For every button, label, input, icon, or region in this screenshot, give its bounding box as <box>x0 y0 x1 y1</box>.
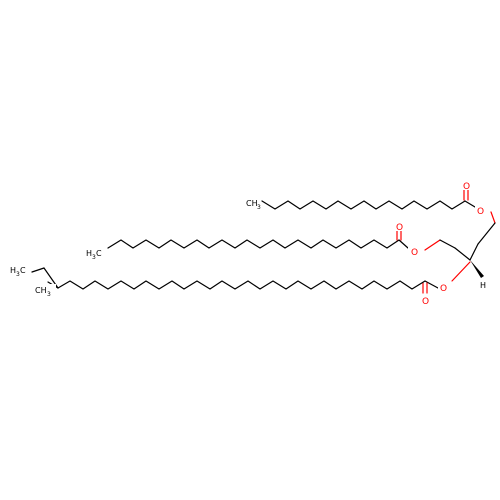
acyl-chain-top <box>261 200 466 210</box>
terminal-methyl-middle-c: C <box>96 249 102 258</box>
glycerol-c3-c2 <box>454 247 471 261</box>
branch-methyl-label: CH <box>35 286 47 295</box>
stereo-hydrogen-label: H <box>480 281 486 290</box>
o-bg-1 <box>475 204 487 215</box>
ester-oxygen-2-label: O <box>411 248 418 258</box>
branch-bg <box>34 284 56 294</box>
ester-bond-top-a <box>464 200 476 208</box>
o-bg-6 <box>420 294 432 305</box>
glycerol-c2-c1 <box>469 243 479 261</box>
glycerol-c1-c2 <box>477 222 496 245</box>
ester-bond-middle-b <box>424 239 441 251</box>
ester-bond-top-b <box>490 211 496 224</box>
carbonyl-oxygen-1-label: O <box>463 182 470 192</box>
stereo-wedge <box>470 260 484 278</box>
ester-bond-middle-a <box>398 239 409 249</box>
terminal-methyl-top-sub: 3 <box>257 204 261 211</box>
o-bg-2 <box>461 179 473 190</box>
ester-bond-bottom-a <box>451 261 471 282</box>
acyl-chain-middle <box>107 239 400 249</box>
acyl-chain-bottom <box>57 280 426 290</box>
o-bg-5 <box>438 281 450 292</box>
terminal-methyl-bottom-sub: 3 <box>16 271 20 278</box>
branch-methyl-sub: 3 <box>47 291 51 298</box>
o-bg-3 <box>408 245 422 256</box>
terminal-methyl-bottom-c: C <box>20 266 26 275</box>
carbonyl-oxygen-2-label: O <box>396 223 403 233</box>
terminal-methyl-bottom-h: H <box>10 266 16 275</box>
ester-oxygen-1-label: O <box>477 207 484 217</box>
terminal-methyl-middle-sub: 3 <box>92 254 96 261</box>
o-bg-4 <box>394 220 406 231</box>
ethyl-bond-b <box>31 267 45 273</box>
terminal-methyl-top-label: CH <box>246 199 258 208</box>
carbonyl-oxygen-3-label: O <box>422 297 429 307</box>
ester-bond-bottom-b <box>424 280 439 289</box>
terminal-methyl-middle-h: H <box>86 249 92 258</box>
ester-oxygen-3-label: O <box>440 284 447 294</box>
glycerol-c3-bond <box>439 239 456 249</box>
